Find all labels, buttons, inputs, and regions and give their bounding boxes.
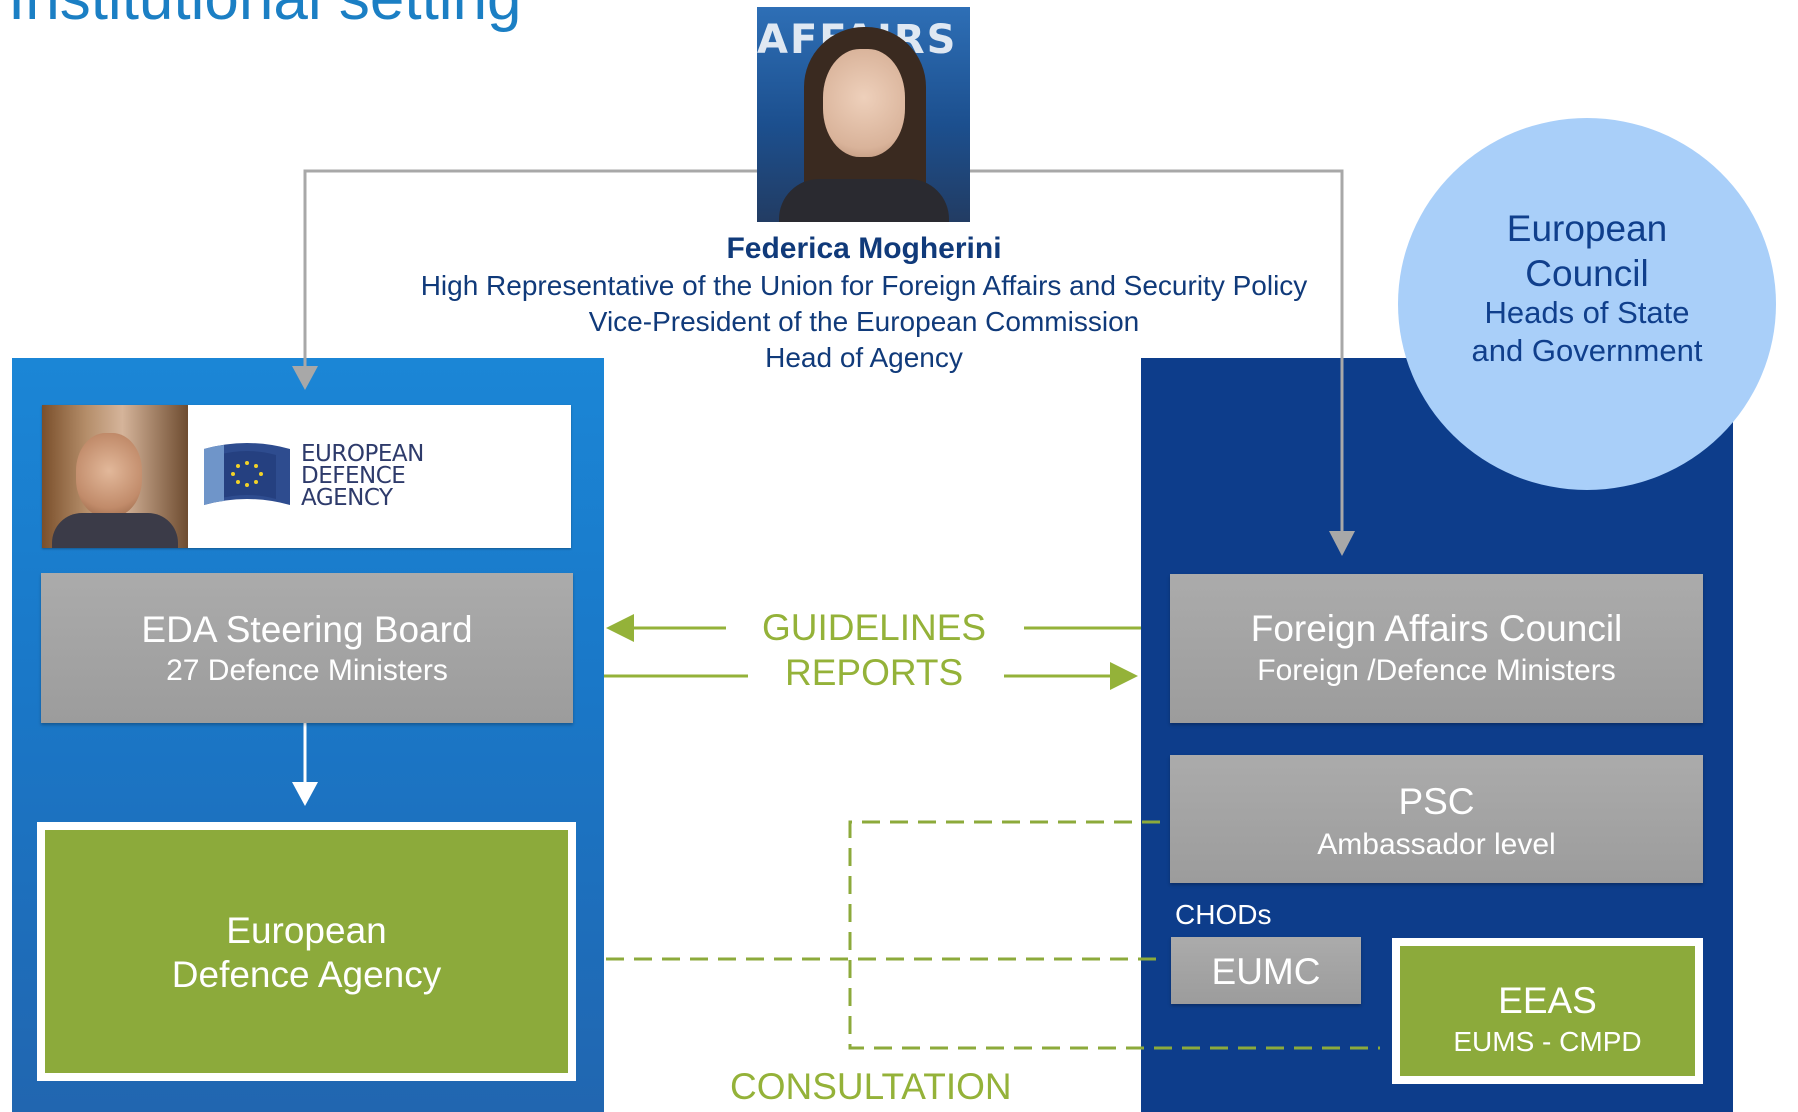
high-representative-role-1: High Representative of the Union for For… <box>420 270 1308 301</box>
eda-steering-board-box: EDA Steering Board 27 Defence Ministers <box>41 573 573 723</box>
steering-board-title: EDA Steering Board <box>141 609 473 650</box>
eeas-title: EEAS <box>1498 980 1597 1021</box>
european-council-title-line-1: European <box>1506 208 1668 249</box>
guidelines-arrowhead <box>606 614 634 642</box>
agency-line-1: European <box>226 910 387 951</box>
eda-logo-flag-icon <box>204 443 290 505</box>
steering-board-subtitle: 27 Defence Ministers <box>166 654 448 687</box>
reports-label: REPORTS <box>785 652 964 693</box>
eumc-label: EUMC <box>1211 951 1321 992</box>
high-representative-role-3: Head of Agency <box>765 342 963 373</box>
eda-logo-line-2: DEFENCE <box>301 463 406 489</box>
fac-subtitle: Foreign /Defence Ministers <box>1257 654 1616 687</box>
european-council-subtitle-line-1: Heads of State <box>1484 295 1690 330</box>
fac-title: Foreign Affairs Council <box>1250 608 1623 649</box>
eda-logo-line-1: EUROPEAN <box>301 441 424 467</box>
european-council-circle: European Council Heads of State and Gove… <box>1398 118 1776 490</box>
psc-title: PSC <box>1398 781 1475 822</box>
consultation-label: CONSULTATION <box>730 1066 1012 1107</box>
eeas-box: EEAS EUMS - CMPD <box>1392 938 1703 1084</box>
page-title: Institutional setting <box>8 0 522 30</box>
eda-chief-portrait <box>42 405 188 548</box>
high-representative-photo: AFFAIRS ETE <box>757 7 970 222</box>
eda-header-card: EUROPEAN DEFENCE AGENCY <box>42 405 571 548</box>
guidelines-label: GUIDELINES <box>762 607 987 648</box>
foreign-affairs-council-box: Foreign Affairs Council Foreign /Defence… <box>1170 574 1703 723</box>
eumc-box: EUMC <box>1171 937 1361 1004</box>
psc-box: PSC Ambassador level <box>1170 755 1703 883</box>
reports-arrowhead <box>1110 662 1138 690</box>
european-council-title-line-2: Council <box>1525 253 1649 294</box>
psc-subtitle: Ambassador level <box>1317 828 1556 861</box>
high-representative-role-2: Vice-President of the European Commissio… <box>588 306 1140 337</box>
chods-label: CHODs <box>1175 899 1272 930</box>
agency-line-2: Defence Agency <box>171 954 442 995</box>
eeas-subtitle: EUMS - CMPD <box>1453 1026 1642 1057</box>
european-defence-agency-box: European Defence Agency <box>37 822 576 1081</box>
high-representative-name: Federica Mogherini <box>726 232 1002 265</box>
eda-logo-text: EUROPEAN DEFENCE AGENCY <box>301 441 424 511</box>
eda-logo-line-3: AGENCY <box>301 485 393 511</box>
european-council-subtitle-line-2: and Government <box>1471 333 1703 368</box>
